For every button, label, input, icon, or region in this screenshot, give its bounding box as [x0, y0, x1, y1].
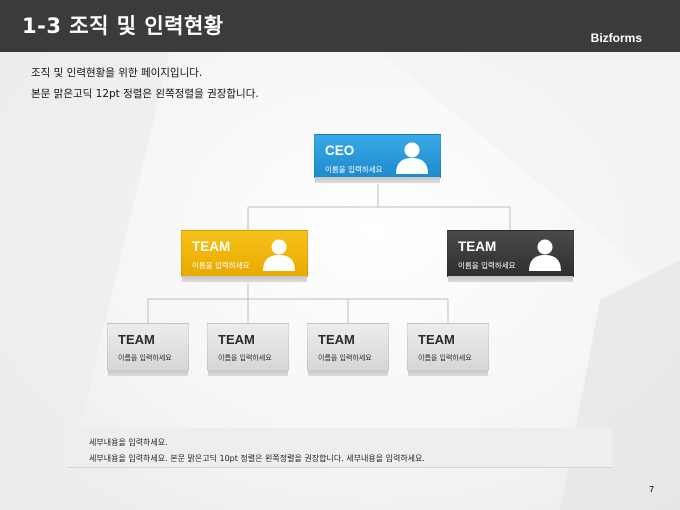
org-node-sub: 이름을 입력하세요: [325, 165, 383, 174]
org-node-team-2: TEAM 이름을 입력하세요: [207, 323, 289, 376]
node-shadow: [208, 370, 288, 376]
org-node-label: TEAM: [118, 332, 155, 347]
org-node-label: TEAM: [458, 239, 497, 254]
node-shadow: [408, 370, 488, 376]
org-node-sub: 이름을 입력하세요: [418, 354, 472, 362]
intro-line-2: 본문 맑은고딕 12pt 정렬은 왼쪽정렬을 권장합니다.: [31, 88, 259, 100]
org-node-team-3: TEAM 이름을 입력하세요: [307, 323, 389, 376]
node-shadow: [182, 276, 307, 282]
detail-line-2: 세부내용을 입력하세요. 본문 맑은고딕 10pt 정렬은 왼쪽정렬을 권장합니…: [89, 454, 425, 463]
org-node-label: TEAM: [192, 239, 231, 254]
detail-line-1: 세부내용을 입력하세요.: [89, 438, 168, 447]
person-icon: [263, 239, 295, 271]
org-node-sub: 이름을 입력하세요: [458, 261, 516, 270]
org-node-label: TEAM: [418, 332, 455, 347]
org-node-sub: 이름을 입력하세요: [118, 354, 172, 362]
node-shadow: [315, 177, 440, 183]
node-shadow: [308, 370, 388, 376]
org-node-team-dark: TEAM 이름을 입력하세요: [447, 230, 574, 282]
org-node-sub: 이름을 입력하세요: [318, 354, 372, 362]
person-icon: [396, 142, 428, 174]
person-icon: [529, 239, 561, 271]
brand-logo: Bizforms: [590, 31, 642, 45]
org-node-team-1: TEAM 이름을 입력하세요: [107, 323, 189, 376]
page-title: 1-3 조직 및 인력현황: [22, 14, 224, 38]
org-node-ceo: CEO 이름을 입력하세요: [314, 134, 441, 183]
node-shadow: [108, 370, 188, 376]
intro-text: 조직 및 인력현황을 위한 페이지입니다. 본문 맑은고딕 12pt 정렬은 왼…: [31, 63, 259, 105]
intro-line-1: 조직 및 인력현황을 위한 페이지입니다.: [31, 67, 203, 79]
detail-note-box: 세부내용을 입력하세요. 세부내용을 입력하세요. 본문 맑은고딕 10pt 정…: [68, 428, 612, 468]
page-number: 7: [649, 485, 654, 494]
org-node-sub: 이름을 입력하세요: [218, 354, 272, 362]
node-shadow: [448, 276, 573, 282]
header-bar: 1-3 조직 및 인력현황 Bizforms: [0, 0, 680, 52]
org-node-label: CEO: [325, 143, 355, 158]
org-node-label: TEAM: [318, 332, 355, 347]
org-node-team-yellow: TEAM 이름을 입력하세요: [181, 230, 308, 282]
org-node-team-4: TEAM 이름을 입력하세요: [407, 323, 489, 376]
org-node-sub: 이름을 입력하세요: [192, 261, 250, 270]
org-node-label: TEAM: [218, 332, 255, 347]
